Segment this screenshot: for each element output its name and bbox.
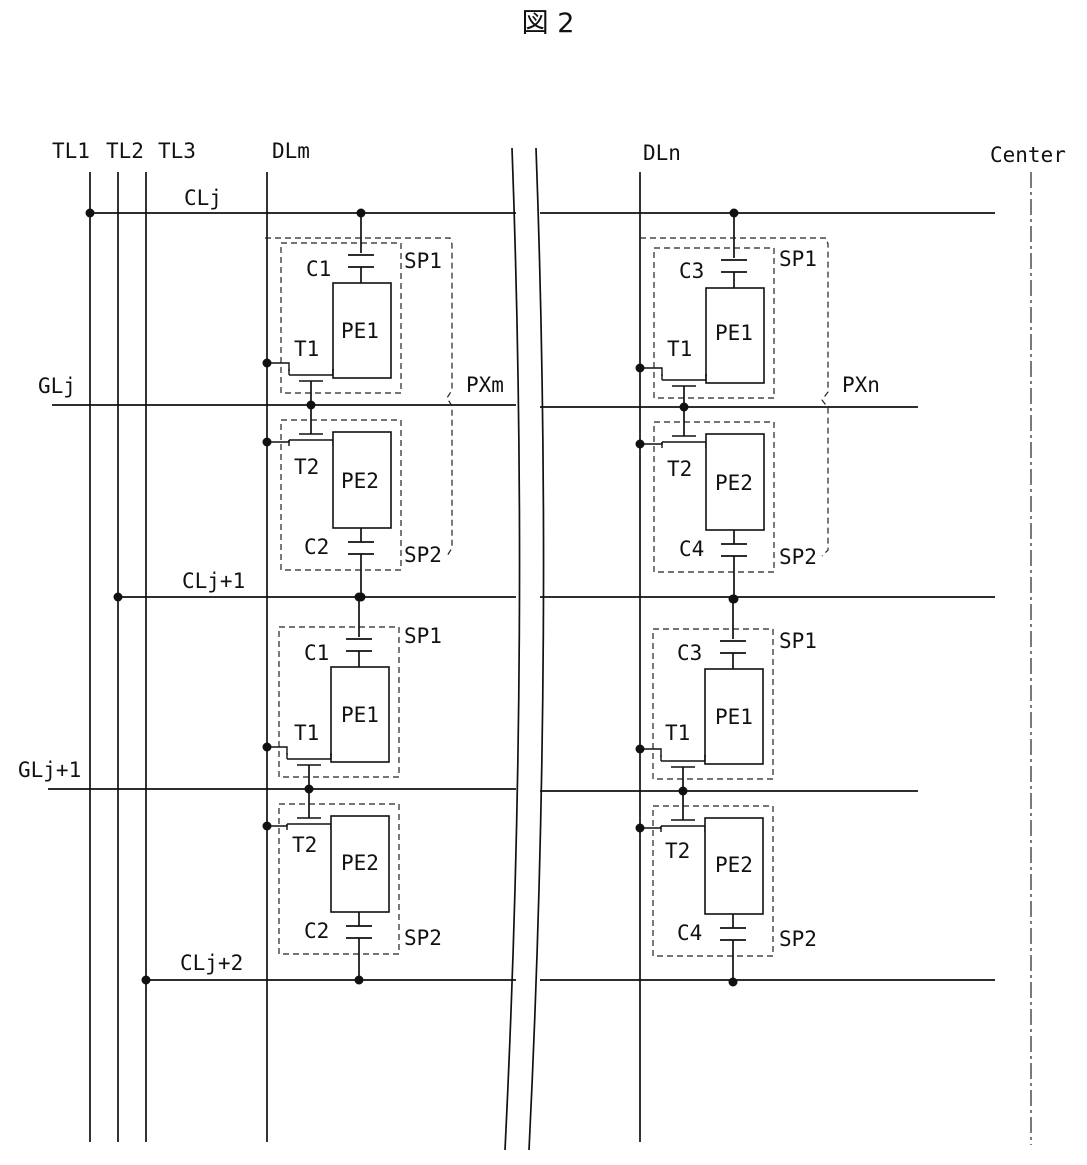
label-t1: T1 <box>294 721 319 745</box>
label-sp1: SP1 <box>404 624 442 648</box>
break-mark <box>505 148 520 1150</box>
label-t2: T2 <box>292 833 317 857</box>
subpixel-sp2 <box>263 789 400 985</box>
label-pe1: PE1 <box>715 321 753 345</box>
label-tl2: TL2 <box>106 139 144 163</box>
subpixel-sp1 <box>263 593 400 794</box>
subpixel-sp2 <box>636 791 774 987</box>
label-sp2: SP2 <box>404 543 442 567</box>
capacitor <box>721 544 747 556</box>
label-pe2: PE2 <box>341 469 379 493</box>
label-c4: C4 <box>679 537 704 561</box>
wires <box>48 148 1031 1150</box>
transistor <box>662 374 706 386</box>
capacitor <box>348 542 374 554</box>
subpixel-sp2 <box>636 407 775 604</box>
label-pe1: PE1 <box>341 703 379 727</box>
label-center: Center <box>990 143 1066 167</box>
junction-dot <box>636 745 645 754</box>
label-c1: C1 <box>306 257 331 281</box>
label-c2: C2 <box>304 535 329 559</box>
junction-dot <box>355 976 364 985</box>
label-t2: T2 <box>665 839 690 863</box>
transistor <box>661 820 705 832</box>
capacitor <box>720 928 746 940</box>
label-dln: DLn <box>643 141 681 165</box>
label-clj: CLj <box>184 186 222 210</box>
subpixel-sp1 <box>636 209 775 412</box>
capacitor <box>348 255 374 267</box>
label-t1: T1 <box>294 337 319 361</box>
label-t1: T1 <box>665 721 690 745</box>
capacitor <box>720 641 746 653</box>
label-pe2: PE2 <box>341 851 379 875</box>
label-c3: C3 <box>677 641 702 665</box>
junction-dot <box>263 359 272 368</box>
label-sp2: SP2 <box>779 927 817 951</box>
transistor <box>661 755 705 767</box>
junction-dot <box>86 209 95 218</box>
label-c3: C3 <box>679 259 704 283</box>
junction-dot <box>142 976 151 985</box>
transistor <box>289 369 333 381</box>
junction-dot <box>263 743 272 752</box>
label-pe1: PE1 <box>341 319 379 343</box>
label-sp1: SP1 <box>779 629 817 653</box>
label-sp1: SP1 <box>404 249 442 273</box>
label-tl1: TL1 <box>52 139 90 163</box>
junction-dot <box>114 593 123 602</box>
label-pxn: PXn <box>842 373 880 397</box>
label-c1: C1 <box>304 641 329 665</box>
label-pxm: PXm <box>466 373 504 397</box>
label-glj: GLj <box>38 374 76 398</box>
transistor <box>287 753 331 765</box>
junction-dot <box>729 978 738 987</box>
junction-dot <box>636 824 645 833</box>
label-clj1: CLj+1 <box>182 569 245 593</box>
break-mark <box>529 148 544 1150</box>
label-t1: T1 <box>667 337 692 361</box>
label-t2: T2 <box>294 455 319 479</box>
label-c2: C2 <box>304 919 329 943</box>
junction-dot <box>636 440 645 449</box>
label-sp2: SP2 <box>404 926 442 950</box>
transistor <box>287 818 331 830</box>
junction-dot <box>263 822 272 831</box>
capacitor <box>346 639 372 651</box>
label-pe2: PE2 <box>715 471 753 495</box>
transistor <box>289 434 333 446</box>
label-tl3: TL3 <box>158 139 196 163</box>
label-dlm: DLm <box>272 139 310 163</box>
figure-title: 図 2 <box>522 8 575 39</box>
label-c4: C4 <box>677 921 702 945</box>
junction-dot <box>263 438 272 447</box>
transistor <box>662 436 706 448</box>
label-glj1: GLj+1 <box>18 758 81 782</box>
label-sp1: SP1 <box>779 247 817 271</box>
label-t2: T2 <box>667 457 692 481</box>
subpixel-sp2 <box>263 405 402 602</box>
junction-dot <box>636 364 645 373</box>
subpixel-sp1 <box>263 209 402 410</box>
label-sp2: SP2 <box>779 545 817 569</box>
capacitor <box>346 926 372 938</box>
capacitor <box>721 260 747 272</box>
label-pe1: PE1 <box>715 705 753 729</box>
label-pe2: PE2 <box>715 853 753 877</box>
label-clj2: CLj+2 <box>180 951 243 975</box>
subpixel-sp1 <box>636 595 774 796</box>
